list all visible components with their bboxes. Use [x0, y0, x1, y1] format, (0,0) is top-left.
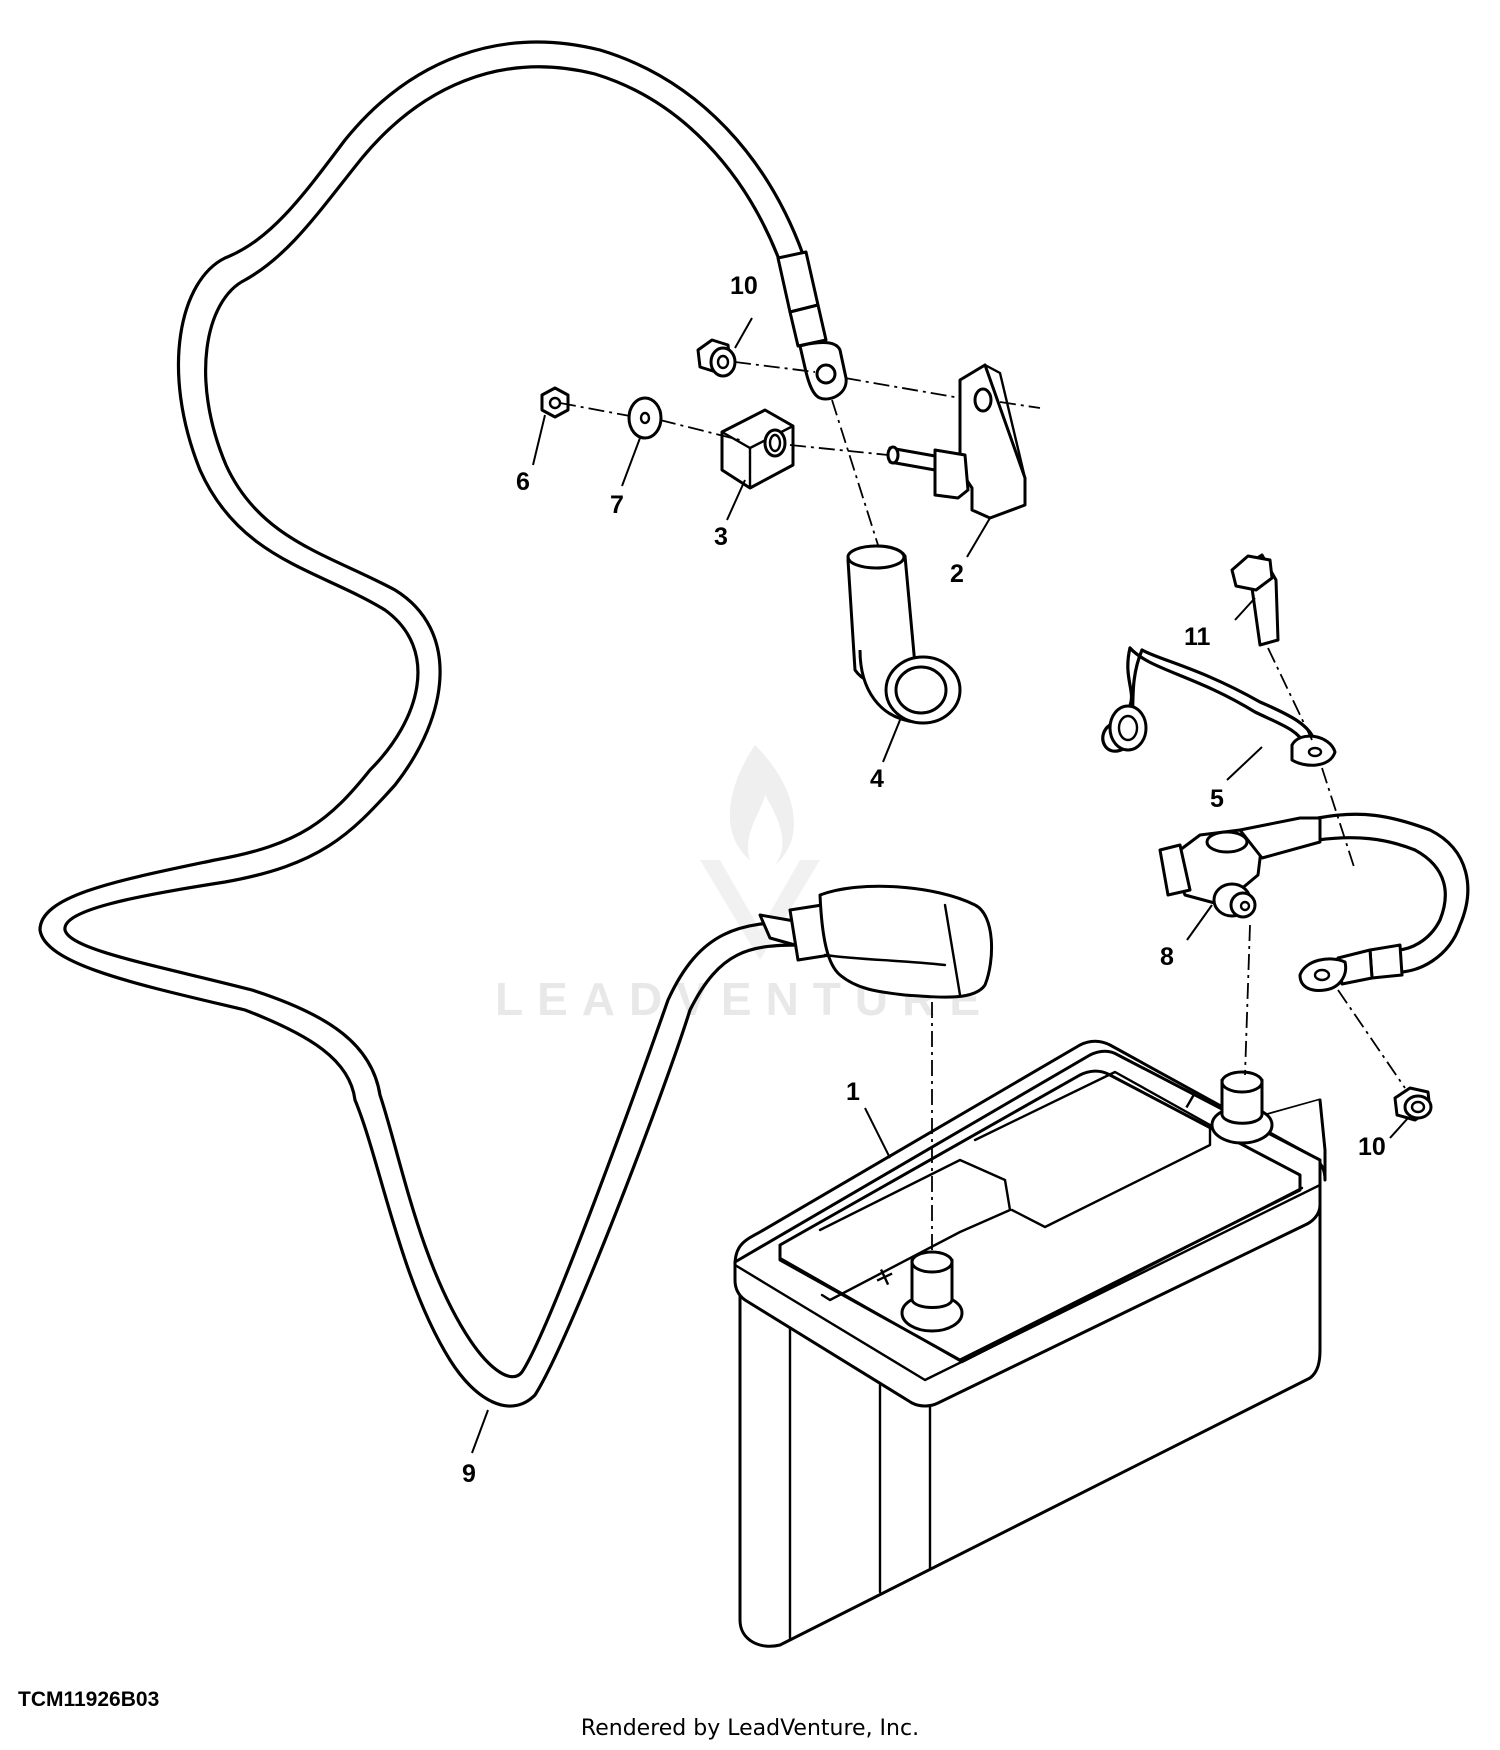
- flange-nut-upper: [696, 338, 737, 378]
- cap-screw: [1230, 553, 1280, 647]
- callout-6: 6: [516, 468, 530, 496]
- battery: + −: [733, 1039, 1327, 1648]
- assembly-lines: [559, 361, 1406, 1255]
- callout-11: 11: [1184, 623, 1211, 651]
- callout-8: 8: [1160, 943, 1174, 971]
- callout-1: 1: [846, 1078, 860, 1106]
- callout-9: 9: [462, 1460, 476, 1488]
- positive-cable: [38, 40, 807, 1408]
- cable-ring-terminal: [776, 250, 848, 401]
- terminal-cover: [846, 544, 962, 725]
- flat-washer: [627, 396, 663, 440]
- callout-10-upper: 10: [730, 272, 758, 300]
- positive-terminal: [900, 1250, 964, 1333]
- callout-4: 4: [870, 765, 884, 793]
- callout-3: 3: [714, 523, 728, 551]
- positive-boot: [758, 884, 994, 999]
- callout-2: 2: [950, 560, 964, 588]
- square-nut: [720, 408, 795, 490]
- negative-cable: [1158, 812, 1470, 992]
- callout-numbers: 10 6 7 3 2 4 11 5 8 1 10 9: [462, 272, 1386, 1488]
- hex-nut: [540, 386, 570, 419]
- callout-5: 5: [1210, 785, 1224, 813]
- callout-7: 7: [610, 491, 624, 519]
- ground-wire: [1101, 646, 1337, 767]
- callout-leaders: [471, 317, 1409, 1454]
- negative-terminal: [1210, 1070, 1274, 1145]
- callout-10-lower: 10: [1358, 1133, 1386, 1161]
- credit-line: Rendered by LeadVenture, Inc.: [580, 1716, 920, 1741]
- flange-nut-lower: [1393, 1086, 1433, 1122]
- bracket: [886, 363, 1027, 520]
- figure-code: TCM11926B03: [18, 1688, 160, 1711]
